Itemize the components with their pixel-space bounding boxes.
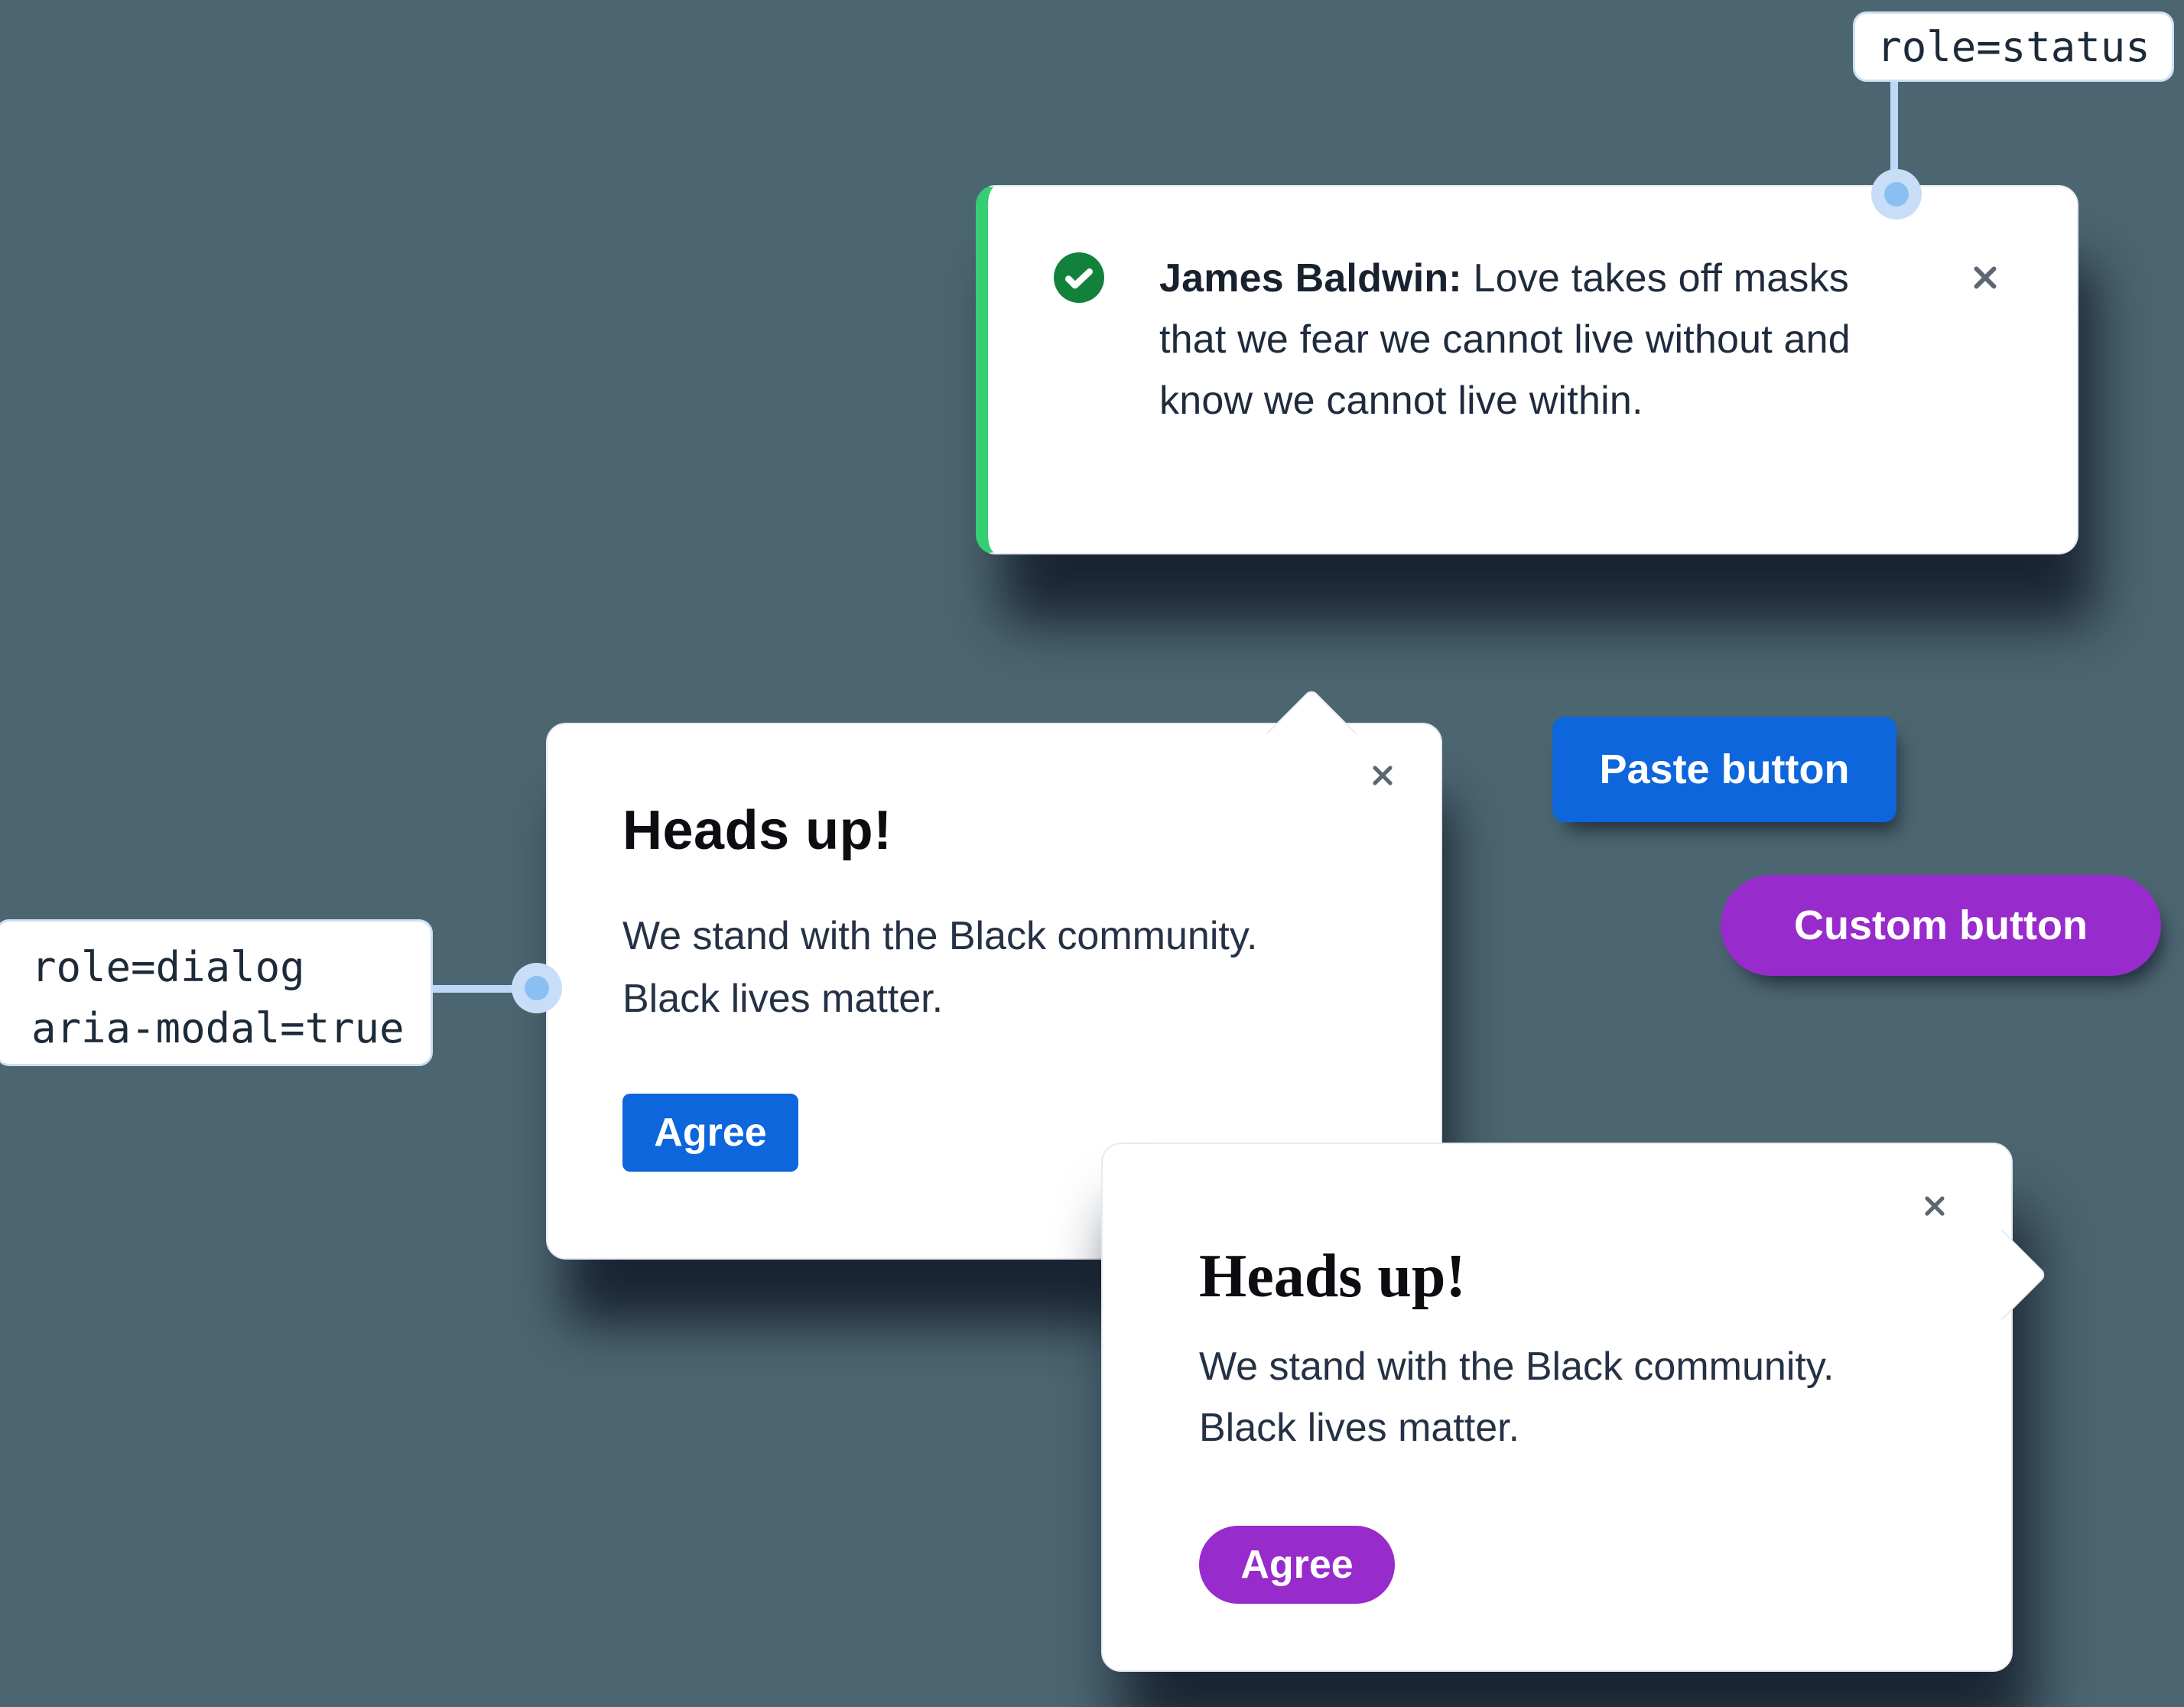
dialog-custom-agree-button[interactable]: Agree xyxy=(1199,1526,1395,1604)
dialog-custom-body: We stand with the Black community. Black… xyxy=(1199,1344,1835,1450)
annotation-role-status: role=status xyxy=(1853,11,2174,82)
custom-button[interactable]: Custom button xyxy=(1721,875,2161,976)
annotation-connector-dot-status xyxy=(1871,169,1922,219)
annotation-connector-line-status xyxy=(1890,80,1898,196)
annotation-connector-line-dialog xyxy=(428,985,537,993)
dialog-default-title: Heads up! xyxy=(622,800,892,861)
status-toast: James Baldwin: Love takes off masks that… xyxy=(976,185,2078,554)
toast-author: James Baldwin: xyxy=(1159,256,1462,301)
close-icon xyxy=(1919,1191,1950,1224)
annotation-role-dialog-line2: aria-modal=true xyxy=(31,1004,405,1052)
close-icon xyxy=(1367,760,1398,793)
annotation-role-status-text: role=status xyxy=(1877,22,2150,71)
check-circle-icon xyxy=(1054,252,1104,303)
toast-message: James Baldwin: Love takes off masks that… xyxy=(1159,248,1870,431)
dialog-default-agree-button[interactable]: Agree xyxy=(622,1094,798,1172)
dialog-custom-title: Heads up! xyxy=(1199,1243,1466,1310)
annotation-connector-dot-dialog xyxy=(512,963,562,1013)
dialog-default-close-button[interactable] xyxy=(1364,758,1401,795)
close-icon xyxy=(1968,260,2003,298)
toast-close-button[interactable] xyxy=(1967,260,2004,297)
annotation-role-dialog-line1: role=dialog xyxy=(31,943,305,991)
dialog-custom-close-button[interactable] xyxy=(1916,1188,1953,1225)
toast-quote: Love takes off masks that we fear we can… xyxy=(1159,256,1851,423)
annotation-connector-dot-core xyxy=(1884,182,1909,206)
modal-dialog-custom: Heads up! We stand with the Black commun… xyxy=(1101,1143,2048,1672)
paste-button[interactable]: Paste button xyxy=(1552,717,1896,822)
dialog-pointer-up xyxy=(1266,688,1357,779)
annotation-connector-dot-core xyxy=(525,976,549,1000)
dialog-default-body: We stand with the Black community. Black… xyxy=(622,914,1258,1021)
annotation-role-dialog: role=dialog aria-modal=true xyxy=(0,919,433,1066)
